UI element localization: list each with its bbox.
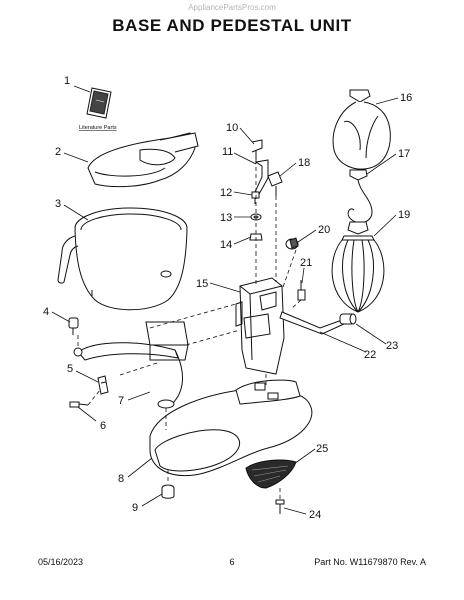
callout-21: 21	[300, 257, 312, 269]
assembly-lines	[77, 160, 302, 500]
callout-5: 5	[67, 363, 73, 375]
callout-12: 12	[220, 187, 232, 199]
base-housing-part	[149, 379, 313, 476]
callout-4: 4	[43, 306, 49, 318]
callout-3: 3	[55, 198, 61, 210]
bolt-part-21	[297, 280, 306, 301]
callout-9: 9	[132, 502, 138, 514]
hinge-pin-part	[251, 139, 263, 160]
motor-mount-screw-part	[267, 171, 283, 196]
lift-handle-part	[279, 311, 357, 335]
callout-numbers: 1 2 3 4 5 6 7 8 9 10 11 12 13 14 15 16 1…	[43, 75, 412, 521]
locking-pin-part	[68, 317, 79, 335]
speed-knob-part	[285, 237, 299, 250]
callout-11: 11	[222, 146, 233, 158]
watermark: AppliancePartsPros.com	[188, 3, 276, 12]
dough-hook-part	[347, 169, 373, 224]
rubber-foot-part	[161, 484, 175, 499]
pouring-shield-part	[87, 132, 199, 188]
callout-22: 22	[364, 349, 376, 361]
callout-10: 10	[226, 122, 238, 134]
screw-part-24	[275, 499, 285, 514]
literature-booklet-part	[86, 87, 112, 119]
callout-13: 13	[220, 212, 232, 224]
clip-bracket-part	[97, 375, 109, 395]
callout-23: 23	[386, 340, 398, 352]
callout-19: 19	[398, 209, 410, 221]
wire-whip-part	[331, 221, 385, 313]
callout-20: 20	[318, 224, 330, 236]
callout-7: 7	[118, 395, 124, 407]
screw-part-6	[69, 401, 89, 408]
callout-18: 18	[298, 157, 310, 169]
callout-14: 14	[220, 239, 232, 251]
pedestal-column-part	[235, 277, 285, 375]
footer-page-number: 6	[229, 557, 235, 567]
mixing-bowl-part	[57, 207, 188, 311]
flat-beater-part	[332, 89, 391, 170]
screw-part-12	[251, 191, 260, 204]
callout-17: 17	[398, 148, 410, 160]
base-pad-part	[245, 459, 297, 489]
page-title: BASE AND PEDESTAL UNIT	[112, 16, 352, 35]
bowl-support-arm-part	[73, 321, 189, 409]
footer-date: 05/16/2023	[38, 557, 84, 567]
callout-8: 8	[118, 473, 124, 485]
callout-2: 2	[55, 146, 61, 158]
callout-6: 6	[100, 420, 106, 432]
callout-leaders	[51, 85, 399, 515]
callout-1: 1	[64, 75, 70, 87]
literature-parts-label: Literature Parts	[79, 125, 117, 131]
footer-part-info: Part No. W11679870 Rev. A	[314, 557, 426, 567]
callout-16: 16	[400, 92, 412, 104]
callout-25: 25	[316, 443, 328, 455]
callout-24: 24	[309, 509, 321, 521]
callout-15: 15	[196, 278, 208, 290]
